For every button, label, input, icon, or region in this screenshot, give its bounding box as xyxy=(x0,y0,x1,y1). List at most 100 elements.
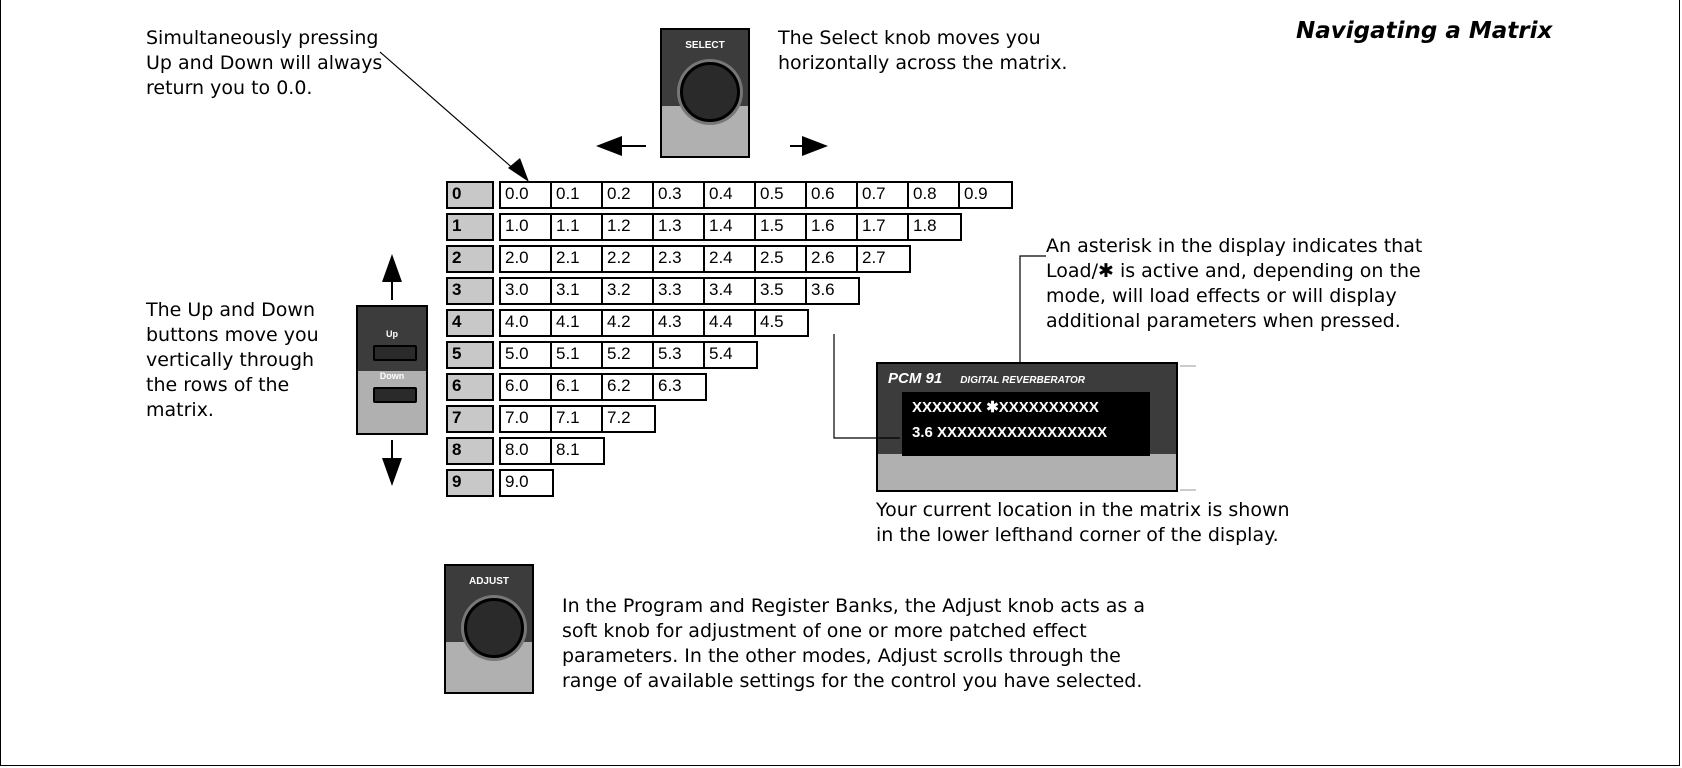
up-button-label: Up xyxy=(386,329,398,339)
up-down-button-panel: Up Down xyxy=(356,305,428,435)
matrix-row-header: 4 xyxy=(446,309,494,337)
display-line-1: XXXXXXX ✱XXXXXXXXXX xyxy=(912,399,1099,416)
matrix-cell: 4.4 xyxy=(705,311,756,335)
matrix-cell: 6.1 xyxy=(552,375,603,399)
down-button[interactable] xyxy=(373,387,417,403)
matrix-cell: 6.0 xyxy=(501,375,552,399)
adjust-knob-label: ADJUST xyxy=(468,576,509,587)
matrix-cell: 2.4 xyxy=(705,247,756,271)
caption-asterisk: An asterisk in the display indicates tha… xyxy=(1046,235,1423,332)
matrix-cell: 7.0 xyxy=(501,407,552,431)
matrix-cell: 4.2 xyxy=(603,311,654,335)
matrix-cell: 2.6 xyxy=(807,247,858,271)
display-lower xyxy=(878,454,1176,490)
down-button-label: Down xyxy=(379,371,405,381)
matrix-cell: 1.1 xyxy=(552,215,603,239)
matrix-cell: 0.1 xyxy=(552,183,603,207)
matrix-cell: 1.4 xyxy=(705,215,756,239)
matrix-cell: 2.3 xyxy=(654,247,705,271)
matrix-row-header: 6 xyxy=(446,373,494,401)
matrix-cell: 2.2 xyxy=(603,247,654,271)
caption-location: Your current location in the matrix is s… xyxy=(876,499,1290,546)
display-subtitle: DIGITAL REVERBERATOR xyxy=(960,375,1086,386)
matrix-cell: 1.6 xyxy=(807,215,858,239)
up-button[interactable] xyxy=(373,345,417,361)
matrix-cell: 0.0 xyxy=(501,183,552,207)
matrix-cell: 0.4 xyxy=(705,183,756,207)
origin-arrowhead-icon xyxy=(508,158,529,182)
matrix-cell: 5.4 xyxy=(709,344,733,363)
matrix-cell: 3.6 xyxy=(811,280,835,299)
select-knob-label: SELECT xyxy=(685,40,725,51)
matrix-cell: 1.2 xyxy=(603,215,654,239)
matrix-cell: 3.0 xyxy=(501,279,552,303)
matrix-row-header: 8 xyxy=(446,437,494,465)
adjust-knob[interactable] xyxy=(464,598,524,658)
matrix-cell: 6.2 xyxy=(603,375,654,399)
arrow-up-icon xyxy=(382,254,402,300)
matrix-cell: 9.0 xyxy=(505,472,529,491)
matrix-cell: 2.0 xyxy=(501,247,552,271)
page-title: Navigating a Matrix xyxy=(1296,18,1553,44)
caption-up-down-buttons: The Up and Down buttons move you vertica… xyxy=(146,299,319,421)
matrix-cell: 3.5 xyxy=(756,279,807,303)
matrix-row-header: 2 xyxy=(446,245,494,273)
matrix-row-header: 7 xyxy=(446,405,494,433)
matrix-cell: 1.7 xyxy=(858,215,909,239)
display-model: PCM 91 xyxy=(888,370,943,387)
caption-select-knob: The Select knob moves you horizontally a… xyxy=(778,27,1068,74)
matrix-cell: 4.1 xyxy=(552,311,603,335)
matrix-cell: 5.2 xyxy=(603,343,654,367)
matrix-cell: 3.4 xyxy=(705,279,756,303)
display-line-2: 3.6 XXXXXXXXXXXXXXXXX xyxy=(912,424,1108,441)
pcm91-display: PCM 91 DIGITAL REVERBERATOR XXXXXXX ✱XXXX… xyxy=(876,362,1178,492)
matrix-cell: 2.1 xyxy=(552,247,603,271)
matrix-cell: 3.1 xyxy=(552,279,603,303)
matrix-cell: 0.9 xyxy=(964,184,988,203)
matrix-cell: 2.7 xyxy=(862,248,886,267)
matrix-cell: 1.5 xyxy=(756,215,807,239)
matrix-cell: 0.2 xyxy=(603,183,654,207)
matrix-row-header: 9 xyxy=(446,469,494,497)
adjust-knob-panel: ADJUST xyxy=(444,564,534,694)
matrix-cell: 8.0 xyxy=(501,439,552,463)
matrix-cell: 4.5 xyxy=(760,312,784,331)
matrix-cell: 5.3 xyxy=(654,343,705,367)
select-knob[interactable] xyxy=(680,62,740,122)
caption-adjust-knob: In the Program and Register Banks, the A… xyxy=(562,595,1145,692)
matrix-cell: 4.3 xyxy=(654,311,705,335)
matrix-cell: 1.8 xyxy=(913,216,937,235)
matrix-cell: 0.7 xyxy=(858,183,909,207)
matrix-cell: 0.3 xyxy=(654,183,705,207)
matrix-cell: 4.0 xyxy=(501,311,552,335)
arrow-right-icon xyxy=(790,136,828,156)
matrix-row-header: 1 xyxy=(446,213,494,241)
matrix-cell: 3.2 xyxy=(603,279,654,303)
matrix-cell: 3.3 xyxy=(654,279,705,303)
matrix-cell: 1.0 xyxy=(501,215,552,239)
matrix-cell: 8.1 xyxy=(556,440,580,459)
matrix-row-header: 5 xyxy=(446,341,494,369)
matrix-cell: 6.3 xyxy=(658,376,682,395)
arrow-left-icon xyxy=(596,136,646,156)
matrix-row-cells: 9.0 xyxy=(499,469,554,497)
matrix-cell: 7.1 xyxy=(552,407,603,431)
